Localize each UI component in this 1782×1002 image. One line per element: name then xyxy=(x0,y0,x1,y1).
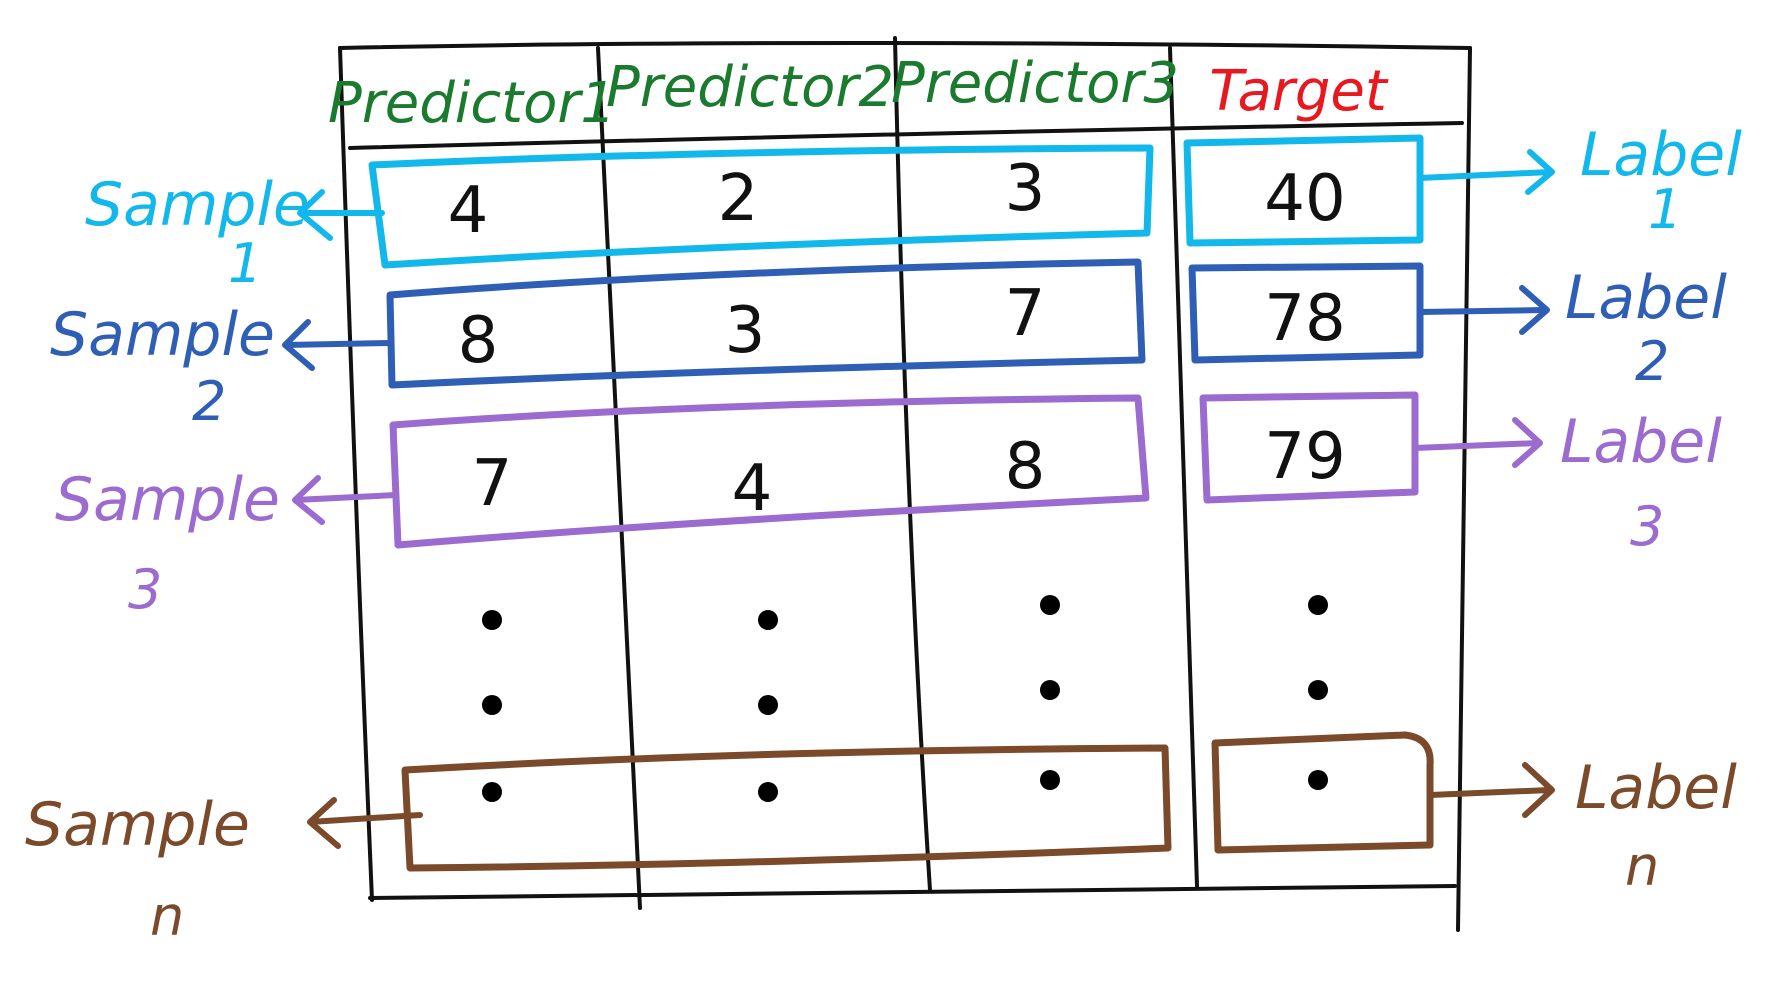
sample-3-index: 3 xyxy=(128,558,162,621)
table-top-border xyxy=(338,41,1472,50)
sample-3-arrow xyxy=(292,475,399,525)
table-right-border xyxy=(1456,46,1472,932)
cell-r2-predictor-2: 3 xyxy=(725,294,766,368)
cell-r3-predictor-3: 8 xyxy=(1005,430,1046,504)
header-predictor-3: Predictor3 xyxy=(891,51,1179,116)
sample-2-arrow xyxy=(282,319,393,371)
cell-r1-predictor-3: 3 xyxy=(1005,152,1046,226)
label-3-label: Label xyxy=(1560,407,1722,477)
sample-1-label: Sample xyxy=(85,170,310,240)
sample-2-box xyxy=(386,258,1146,389)
label-n-arrow xyxy=(1427,762,1555,818)
sample-n-arrow xyxy=(307,797,423,849)
ellipsis-dot xyxy=(482,610,502,630)
sample-n-box xyxy=(401,744,1172,872)
ellipsis-dot xyxy=(1308,770,1328,790)
cell-r2-target: 78 xyxy=(1264,282,1345,356)
table-bottom-border xyxy=(368,884,1457,900)
label-1-index: 1 xyxy=(1648,178,1682,241)
label-1-arrow xyxy=(1417,149,1555,195)
label-3-index: 3 xyxy=(1630,495,1664,558)
table-left-border xyxy=(338,46,374,902)
ellipsis-dot xyxy=(482,782,502,802)
header-predictor-2: Predictor2 xyxy=(606,55,894,120)
cell-r1-predictor-2: 2 xyxy=(718,162,759,236)
column-divider-2 xyxy=(893,36,932,892)
header-target: Target xyxy=(1209,59,1389,124)
sample-n-index: n xyxy=(150,885,184,948)
label-2-index: 2 xyxy=(1635,330,1669,393)
label-arrows xyxy=(1412,149,1555,818)
sample-boxes xyxy=(368,144,1172,872)
cell-r1-target: 40 xyxy=(1264,162,1345,236)
sample-3-label: Sample xyxy=(55,465,280,535)
target-boxes xyxy=(1183,134,1434,854)
ellipsis-dot xyxy=(1040,595,1060,615)
sample-2-label: Sample xyxy=(50,300,275,370)
sample-2-index: 2 xyxy=(192,370,226,433)
target-n-box xyxy=(1211,731,1434,854)
target-3-box xyxy=(1199,391,1419,504)
table-grid xyxy=(338,36,1472,932)
ellipsis-dot xyxy=(758,782,778,802)
sample-1-box xyxy=(368,144,1154,269)
label-3-arrow xyxy=(1412,417,1543,468)
cell-r3-target: 79 xyxy=(1264,420,1345,494)
table-header: Predictor1 Predictor2 Predictor3 Target xyxy=(328,51,1389,136)
ellipsis-dot xyxy=(758,610,778,630)
ellipsis-dot xyxy=(1040,680,1060,700)
ellipsis-dot xyxy=(1308,680,1328,700)
sample-1-arrow xyxy=(297,189,385,241)
label-n-label: Label xyxy=(1575,753,1737,823)
ellipsis-dot xyxy=(758,695,778,715)
label-2-label: Label xyxy=(1565,263,1727,333)
target-2-box xyxy=(1188,262,1424,364)
column-divider-3 xyxy=(1168,46,1199,888)
cell-r3-predictor-2: 4 xyxy=(732,452,773,526)
cell-r1-predictor-1: 4 xyxy=(448,174,489,248)
label-1-label: Label xyxy=(1580,120,1742,190)
sample-n-label: Sample xyxy=(25,790,250,860)
label-n-index: n xyxy=(1625,835,1659,898)
sample-1-index: 1 xyxy=(228,232,262,295)
sample-arrows xyxy=(282,189,423,849)
ellipsis-dot xyxy=(1308,595,1328,615)
label-2-arrow xyxy=(1417,285,1550,335)
ellipsis-dot xyxy=(1040,770,1060,790)
cell-r2-predictor-1: 8 xyxy=(458,304,499,378)
header-predictor-1: Predictor1 xyxy=(328,71,616,136)
table-body: 4 2 3 40 8 3 7 78 7 4 8 79 xyxy=(448,152,1346,526)
cell-r2-predictor-3: 7 xyxy=(1005,277,1046,351)
column-divider-1 xyxy=(596,46,642,910)
sample-3-box xyxy=(389,394,1150,549)
target-labels: Label 1 Label 2 Label 3 Label n xyxy=(1560,120,1742,898)
target-1-box xyxy=(1183,134,1424,247)
table-header-divider xyxy=(348,121,1464,150)
sample-labels: Sample 1 Sample 2 Sample 3 Sample n xyxy=(25,170,310,948)
ellipsis-dots xyxy=(482,595,1328,802)
ellipsis-dot xyxy=(482,695,502,715)
cell-r3-predictor-1: 7 xyxy=(472,447,513,521)
